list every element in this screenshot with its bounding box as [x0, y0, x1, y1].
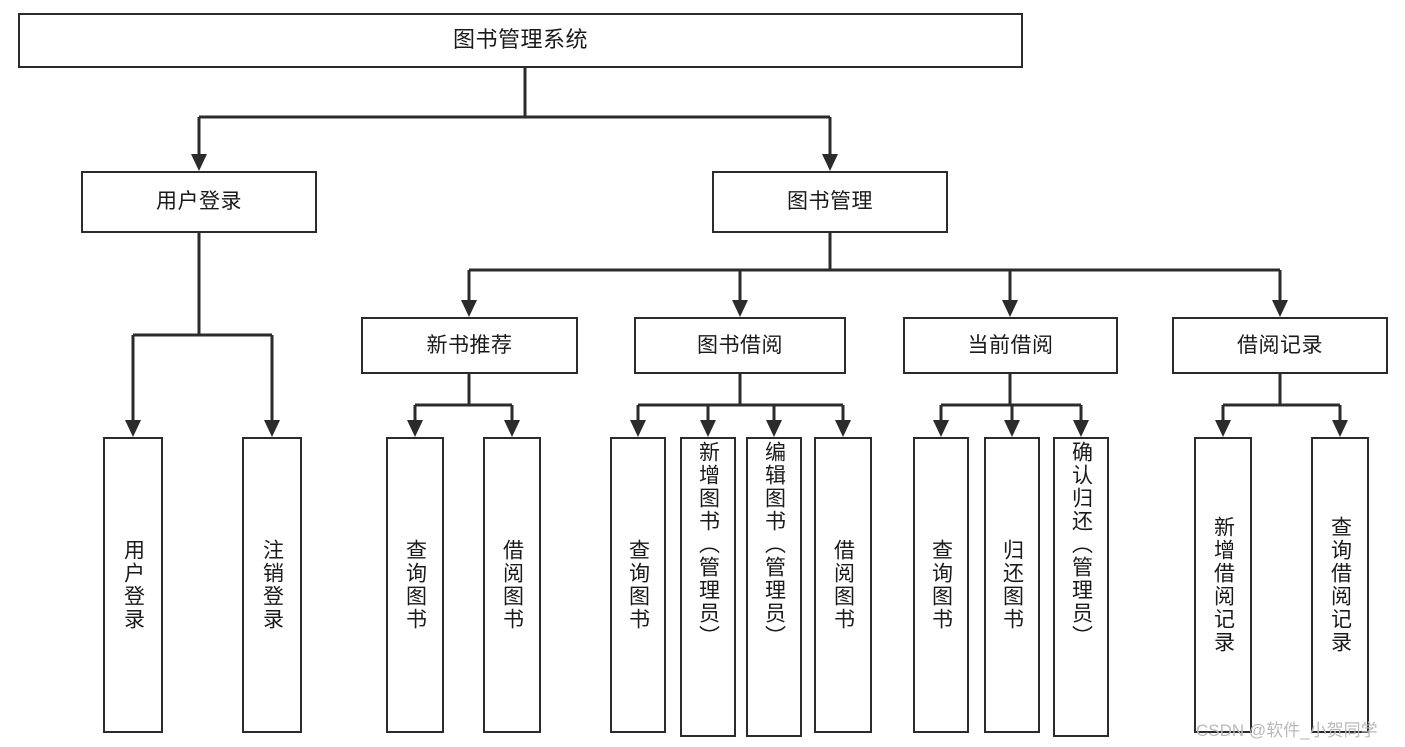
node-label-book-borrow: 图书借阅: [697, 333, 783, 357]
node-label-new-book-rec: 新书推荐: [426, 333, 513, 357]
node-leaf-confirm-return[interactable]: 确认归还（管理员）: [1053, 437, 1109, 737]
arrowhead-user-login-to-leaves-1: [264, 420, 280, 437]
arrowhead-book-manage-to-level2-3: [1272, 300, 1288, 317]
arrowhead-book-borrow-to-leaves-3: [835, 420, 851, 437]
node-label-book-manage: 图书管理: [787, 190, 873, 214]
arrowhead-book-borrow-to-leaves-0: [630, 420, 646, 437]
node-leaf-borrow-book-1[interactable]: 借阅图书: [483, 437, 541, 733]
node-label-root: 图书管理系统: [452, 27, 588, 53]
node-leaf-query-book-3[interactable]: 查询图书: [913, 437, 969, 733]
node-user-login[interactable]: 用户登录: [81, 171, 317, 233]
node-leaf-borrow-book-2[interactable]: 借阅图书: [814, 437, 872, 733]
node-leaf-edit-book[interactable]: 编辑图书（管理员）: [746, 437, 802, 737]
node-label-leaf-borrow-book-2: 借阅图书: [831, 539, 855, 631]
connector-layer: [125, 68, 1348, 437]
arrowhead-book-manage-to-level2-2: [1002, 300, 1018, 317]
node-leaf-add-record[interactable]: 新增借阅记录: [1194, 437, 1252, 733]
node-label-leaf-edit-book: 编辑图书（管理员）: [762, 441, 786, 648]
arrowhead-current-borrow-to-leaves-2: [1073, 420, 1089, 437]
node-label-leaf-confirm-return: 确认归还（管理员）: [1069, 441, 1093, 648]
node-label-leaf-borrow-book-1: 借阅图书: [500, 539, 524, 631]
arrowhead-book-borrow-to-leaves-1: [700, 420, 716, 437]
arrowhead-book-manage-to-level2-1: [732, 300, 748, 317]
arrowhead-current-borrow-to-leaves-0: [933, 420, 949, 437]
node-label-leaf-add-record: 新增借阅记录: [1211, 516, 1235, 654]
node-label-leaf-query-record: 查询借阅记录: [1328, 516, 1352, 654]
node-leaf-query-book-2[interactable]: 查询图书: [610, 437, 666, 733]
arrowhead-new-book-rec-to-leaves-0: [407, 420, 423, 437]
node-label-current-borrow: 当前借阅: [967, 333, 1054, 357]
node-label-user-login: 用户登录: [156, 190, 242, 214]
node-new-book-rec[interactable]: 新书推荐: [361, 317, 578, 374]
node-label-leaf-return-book: 归还图书: [1000, 539, 1024, 631]
node-leaf-return-book[interactable]: 归还图书: [984, 437, 1040, 733]
arrowhead-user-login-to-leaves-0: [125, 420, 141, 437]
node-leaf-add-book[interactable]: 新增图书（管理员）: [680, 437, 736, 737]
node-label-leaf-logout: 注销登录: [260, 539, 284, 631]
node-current-borrow[interactable]: 当前借阅: [903, 317, 1118, 374]
node-label-leaf-query-book-3: 查询图书: [929, 539, 953, 631]
arrowhead-borrow-record-to-leaves-1: [1332, 420, 1348, 437]
node-leaf-query-record[interactable]: 查询借阅记录: [1311, 437, 1369, 733]
csdn-watermark: CSDN @软件_小贺同学: [1196, 721, 1378, 740]
arrowhead-current-borrow-to-leaves-1: [1004, 420, 1020, 437]
node-leaf-logout[interactable]: 注销登录: [242, 437, 302, 733]
node-label-leaf-query-book-1: 查询图书: [403, 539, 427, 631]
node-label-leaf-add-book: 新增图书（管理员）: [696, 441, 720, 648]
node-leaf-user-login[interactable]: 用户登录: [103, 437, 163, 733]
arrowhead-book-manage-to-level2-0: [461, 300, 477, 317]
node-book-borrow[interactable]: 图书借阅: [634, 317, 846, 374]
arrowhead-new-book-rec-to-leaves-1: [504, 420, 520, 437]
arrowhead-root-to-level1-0: [191, 154, 207, 171]
arrowhead-book-borrow-to-leaves-2: [766, 420, 782, 437]
node-label-borrow-record: 借阅记录: [1237, 333, 1323, 357]
arrowhead-root-to-level1-1: [822, 154, 838, 171]
arrowhead-borrow-record-to-leaves-0: [1215, 420, 1231, 437]
node-label-leaf-query-book-2: 查询图书: [626, 539, 650, 631]
node-leaf-query-book-1[interactable]: 查询图书: [386, 437, 444, 733]
node-root[interactable]: 图书管理系统: [18, 13, 1023, 68]
node-borrow-record[interactable]: 借阅记录: [1172, 317, 1388, 374]
node-book-manage[interactable]: 图书管理: [712, 171, 948, 233]
node-label-leaf-user-login: 用户登录: [121, 539, 145, 631]
